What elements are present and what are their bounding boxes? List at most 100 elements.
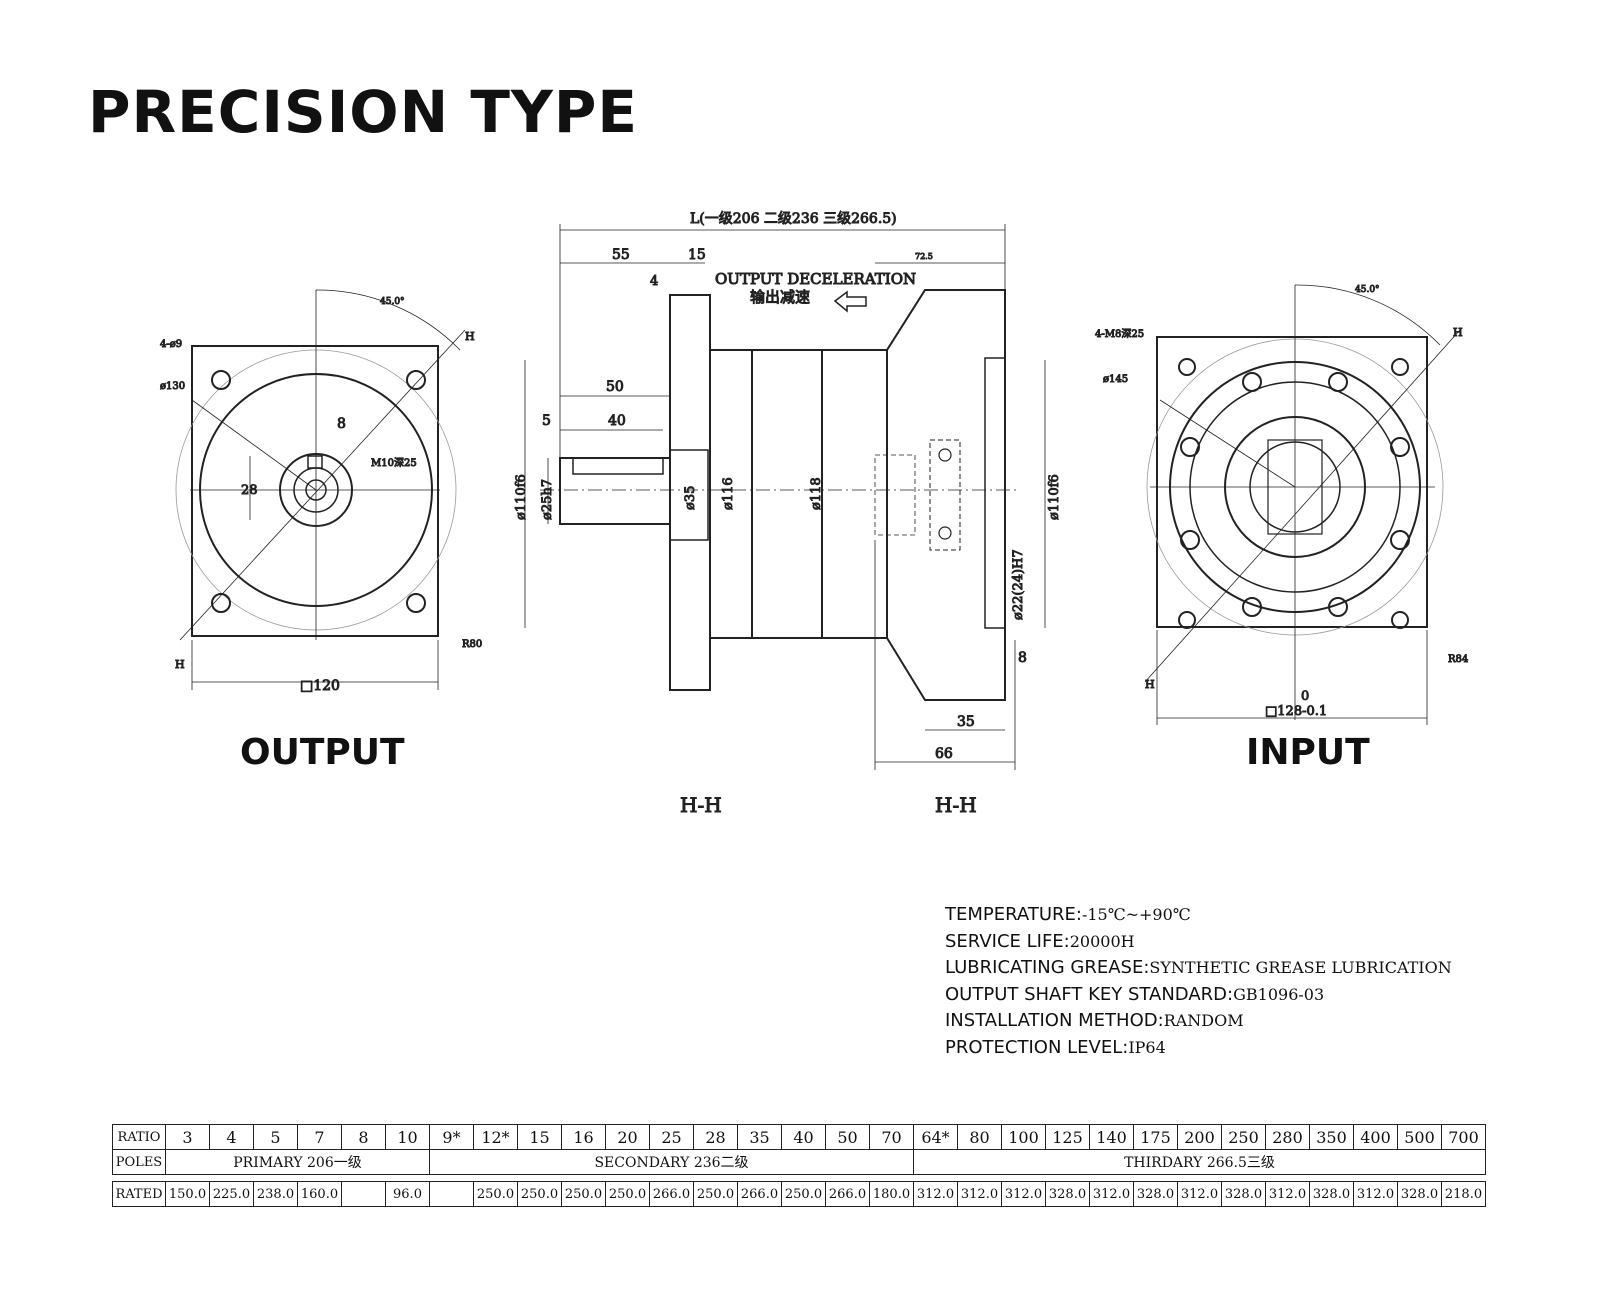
rated-cell xyxy=(341,1181,386,1207)
leader-line xyxy=(1159,399,1296,488)
rated-cell: 312.0 xyxy=(1089,1181,1134,1207)
output-square-label: □120 xyxy=(300,678,340,694)
rated-cell: 328.0 xyxy=(1309,1181,1354,1207)
spec-row: OUTPUT SHAFT KEY STANDARD:GB1096-03 xyxy=(945,982,1452,1009)
ratio-cell: 100 xyxy=(1001,1124,1046,1150)
input-screw-hole xyxy=(1328,372,1348,392)
rated-cell: 266.0 xyxy=(825,1181,870,1207)
input-screw-hole xyxy=(1180,437,1200,457)
output-h-bottom: H xyxy=(175,658,185,671)
dim-50: 50 xyxy=(606,379,624,395)
output-holes-label: 4-ø9 xyxy=(160,339,182,350)
rated-cell: 250.0 xyxy=(781,1181,826,1207)
input-screw-hole xyxy=(1242,597,1262,617)
spec-row: LUBRICATING GREASE:SYNTHETIC GREASE LUBR… xyxy=(945,955,1452,982)
spec-key: LUBRICATING GREASE: xyxy=(945,957,1150,978)
ratio-cell: 35 xyxy=(737,1124,782,1150)
output-bolt-hole xyxy=(406,593,426,613)
spec-list: TEMPERATURE:-15℃~+90℃ SERVICE LIFE:20000… xyxy=(945,902,1452,1061)
rated-cell: 250.0 xyxy=(561,1181,606,1207)
spec-key: TEMPERATURE: xyxy=(945,904,1082,925)
rated-cell: 266.0 xyxy=(649,1181,694,1207)
dim-66: 66 xyxy=(935,746,953,762)
dim-4: 4 xyxy=(650,274,658,289)
dim-15: 15 xyxy=(688,247,706,263)
ratio-cell: 250 xyxy=(1221,1124,1266,1150)
poles-group-cell: SECONDARY 236二级 xyxy=(429,1149,914,1175)
ratio-cell: 280 xyxy=(1265,1124,1310,1150)
output-key-label: 8 xyxy=(337,416,346,432)
ratio-cell: 70 xyxy=(869,1124,914,1150)
rated-cell: 312.0 xyxy=(1177,1181,1222,1207)
rated-cell: 150.0 xyxy=(165,1181,210,1207)
spec-value: -15℃~+90℃ xyxy=(1081,905,1191,924)
input-screw-hole xyxy=(1390,530,1410,550)
ratio-cell: 64* xyxy=(913,1124,958,1150)
input-h-top: H xyxy=(1453,326,1463,339)
input-adapter xyxy=(886,289,1006,701)
ratio-cell: 5 xyxy=(253,1124,298,1150)
rated-cell: 312.0 xyxy=(1265,1181,1310,1207)
length-label: L(一级206 二级236 三级266.5) xyxy=(690,211,897,227)
ratio-cell: 7 xyxy=(297,1124,342,1150)
input-flange xyxy=(984,357,1006,629)
rated-cell xyxy=(429,1181,474,1207)
input-bolt-hole xyxy=(1391,611,1409,629)
input-phi145-label: ø145 xyxy=(1103,374,1128,385)
spec-value: SYNTHETIC GREASE LUBRICATION xyxy=(1149,958,1452,977)
rated-cell: 312.0 xyxy=(1353,1181,1398,1207)
ratio-cell: 500 xyxy=(1397,1124,1442,1150)
output-bolt-hole xyxy=(211,593,231,613)
table-gap-cell xyxy=(112,1174,1486,1182)
spec-value: IP64 xyxy=(1128,1037,1166,1057)
input-square-label: □128-0.1 xyxy=(1265,704,1327,719)
output-view: 4-ø9 ø130 45.0° 8 M10深25 28 R80 □120 H H xyxy=(160,289,483,695)
ratio-cell: 4 xyxy=(209,1124,254,1150)
ratio-cell: 25 xyxy=(649,1124,694,1150)
spec-key: PROTECTION LEVEL: xyxy=(945,1036,1129,1058)
rated-cell: 328.0 xyxy=(1045,1181,1090,1207)
ratio-cell: 20 xyxy=(605,1124,650,1150)
input-angle-label: 45.0° xyxy=(1355,285,1380,295)
input-bolt-hole xyxy=(1178,611,1196,629)
rated-cell: 250.0 xyxy=(473,1181,518,1207)
ratio-cell: 80 xyxy=(957,1124,1002,1150)
spec-row: PROTECTION LEVEL:IP64 xyxy=(945,1035,1452,1062)
side-view: L(一级206 二级236 三级266.5) 55 15 4 72.5 OUTP… xyxy=(514,211,1063,818)
input-bolt-hole xyxy=(1391,358,1409,376)
rated-cell: 160.0 xyxy=(297,1181,342,1207)
input-screw-hole xyxy=(1328,597,1348,617)
ratio-cell: 140 xyxy=(1089,1124,1134,1150)
ratio-cell: 3 xyxy=(165,1124,210,1150)
rated-cell: 225.0 xyxy=(209,1181,254,1207)
angle-arc xyxy=(315,289,461,351)
output-decel-en: OUTPUT DECELERATION xyxy=(715,270,916,288)
rated-header: RATED xyxy=(112,1181,166,1207)
ratio-cell: 400 xyxy=(1353,1124,1398,1150)
output-phi130-label: ø130 xyxy=(160,381,185,392)
spec-value: GB1096-03 xyxy=(1233,984,1325,1004)
spec-row: INSTALLATION METHOD:RANDOM xyxy=(945,1008,1452,1035)
dim-8: 8 xyxy=(1018,650,1027,666)
rated-cell: 328.0 xyxy=(1397,1181,1442,1207)
ratio-cell: 15 xyxy=(517,1124,562,1150)
input-screw-hole xyxy=(1390,437,1410,457)
dim-phi35: ø35 xyxy=(683,486,698,510)
table-gap xyxy=(112,1174,1486,1182)
dim-phi110-right: ø110f6 xyxy=(1047,474,1062,520)
section-line-h xyxy=(179,329,466,641)
dim-phi22: ø22(24)H7 xyxy=(1011,549,1026,620)
ratio-cell: 50 xyxy=(825,1124,870,1150)
ratio-header: RATIO xyxy=(112,1124,166,1150)
dim-phi116: ø116 xyxy=(721,477,736,510)
rated-cell: 266.0 xyxy=(737,1181,782,1207)
ratio-cell: 10 xyxy=(385,1124,430,1150)
output-m10-label: M10深25 xyxy=(371,457,417,469)
section-line-h xyxy=(1144,329,1461,683)
rated-cell: 312.0 xyxy=(913,1181,958,1207)
output-decel-cn: 输出减速 xyxy=(750,288,810,306)
